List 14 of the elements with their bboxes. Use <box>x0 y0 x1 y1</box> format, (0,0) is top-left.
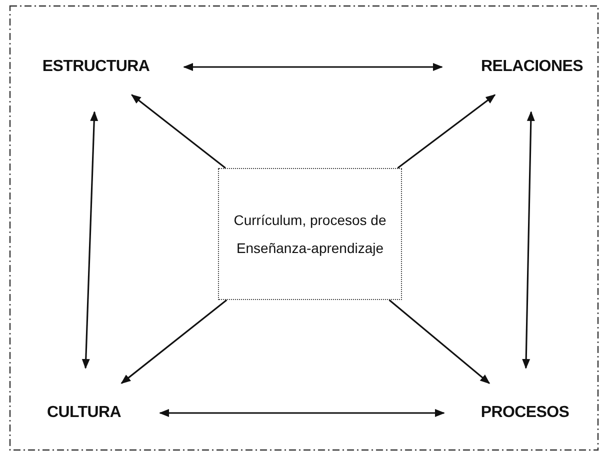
arrow <box>397 94 496 169</box>
arrow <box>82 110 98 370</box>
arrow <box>522 111 535 369</box>
process-box <box>218 168 402 300</box>
node-label: ESTRUCTURA <box>42 58 150 76</box>
node-label: PROCESOS <box>480 404 570 422</box>
arrow <box>388 299 490 384</box>
node-label: RELACIONES <box>481 58 583 76</box>
node-label: CULTURA <box>46 404 122 422</box>
arrow <box>130 94 226 169</box>
arrow <box>120 299 228 384</box>
arrow <box>159 409 445 417</box>
box-text: Currículum, procesos de Enseñanza-aprendizaje <box>233 211 387 258</box>
arrow <box>183 63 443 71</box>
